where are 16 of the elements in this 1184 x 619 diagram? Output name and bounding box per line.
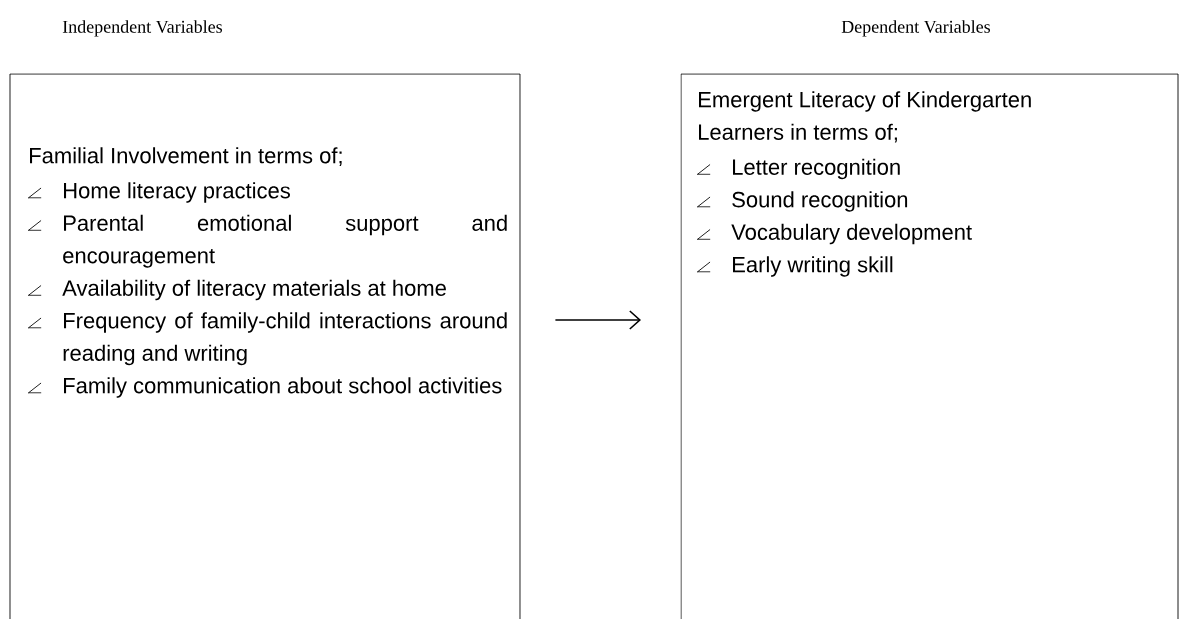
list-item: Home literacy practices — [64, 182, 290, 203]
arrow — [554, 310, 641, 330]
list-item: Letter recognition — [733, 158, 900, 180]
list-item: Parental emotional support and encouragement — [63, 214, 507, 268]
variable-box — [9, 20, 521, 619]
intro-text: Familial Involvement in terms of; — [30, 147, 342, 166]
list-item: Availability of literacy materials at home — [62, 279, 446, 301]
list-item: Sound recognition — [732, 191, 908, 212]
list-item: Frequency of family-child interactions around reading and writing — [63, 312, 507, 366]
intro-text: Emergent Literacy of Kindergarten Learners in terms of; — [699, 91, 1031, 143]
list-item: Family communication about school activities — [64, 377, 502, 398]
section-heading: Dependent Variables — [841, 20, 991, 37]
section-heading: Independent Variables — [62, 20, 222, 37]
variable-box — [680, 20, 1179, 619]
list-item: Vocabulary development — [731, 223, 972, 245]
list-item: Early writing skill — [733, 256, 893, 277]
